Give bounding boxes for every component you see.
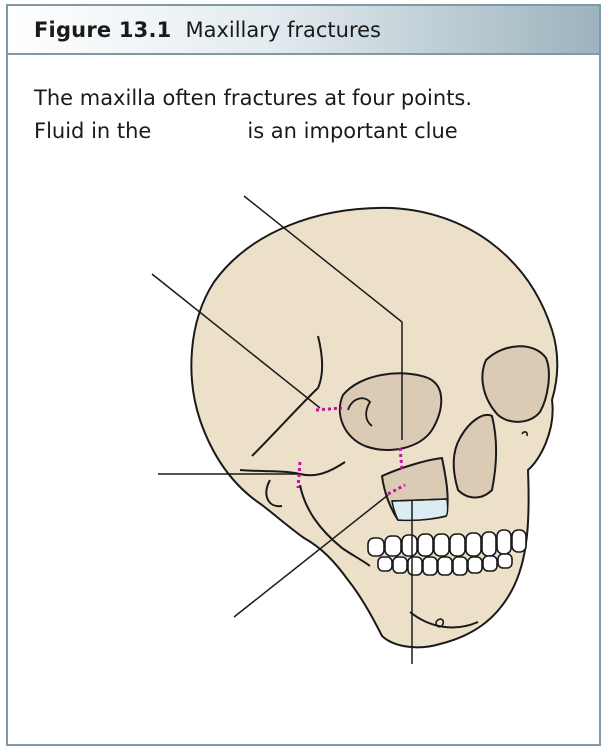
leader-lines: [151, 195, 413, 664]
caption-line-2-end: is an important clue: [247, 119, 458, 143]
upper-teeth: [367, 529, 527, 557]
right-orbit: [338, 372, 443, 451]
infraorbital-foramen: [521, 431, 528, 437]
figure-header: Figure 13.1 Maxillary fractures: [8, 6, 599, 55]
caption-line-1: The maxilla often fractures at four poin…: [34, 86, 473, 110]
sinus-fluid: [391, 498, 449, 522]
fracture-mark-zygomatic-arch: [296, 461, 302, 489]
temporal-line: [251, 335, 324, 457]
left-orbit: [481, 345, 550, 423]
chin-line: [409, 611, 479, 629]
figure-caption: The maxilla often fractures at four poin…: [34, 82, 472, 148]
fracture-mark-infraorbital: [398, 447, 404, 471]
lower-teeth: [377, 553, 513, 576]
figure-label: Figure 13.1: [34, 17, 172, 42]
leader-line-top: [243, 195, 403, 440]
zygomatic-arch: [239, 461, 346, 477]
caption-line-2: Fluid in the is an important clue: [34, 115, 472, 148]
mastoid-detail: [265, 479, 283, 508]
ramus-line: [299, 484, 371, 567]
nasal-cavity: [452, 414, 498, 499]
fluid-level: [391, 498, 448, 502]
leader-line-lower-left: [233, 494, 389, 618]
caption-line-2-start: Fluid in the: [34, 119, 152, 143]
leader-line-upper-left: [151, 273, 321, 409]
figure-title: Maxillary fractures: [185, 17, 381, 42]
fracture-mark-frontozygomatic: [315, 406, 343, 412]
orbit-detail: [347, 397, 373, 427]
mental-foramen: [435, 618, 445, 628]
fracture-marks: [296, 406, 406, 496]
